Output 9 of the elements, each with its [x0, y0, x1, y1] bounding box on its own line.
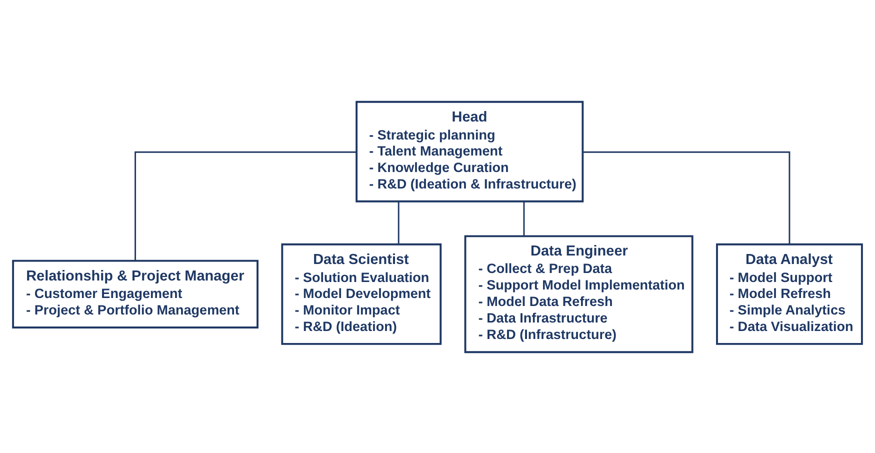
connector	[398, 200, 400, 244]
node-box: Data Scientist - Solution Evaluation - Model Development - Monitor Impact - R&D (Ideation)	[281, 242, 442, 344]
connector	[582, 150, 790, 244]
node-box: Head - Strategic planning - Talent Management - Knowledge Curation - R&D (Ideation & Infrastructure)	[356, 100, 584, 202]
node-box: Data Analyst - Model Support - Model Refresh - Simple Analytics - Data Visualization	[716, 242, 863, 344]
connector	[134, 150, 356, 260]
node-box: Data Engineer - Collect & Prep Data - Support Model Implementation - Model Data Refresh - Data Infrastructure - R&D (Infrastructure)	[464, 234, 694, 353]
node-box: Relationship & Project Manager - Customer Engagement - Project & Portfolio Management	[12, 259, 258, 328]
connector	[523, 200, 525, 236]
